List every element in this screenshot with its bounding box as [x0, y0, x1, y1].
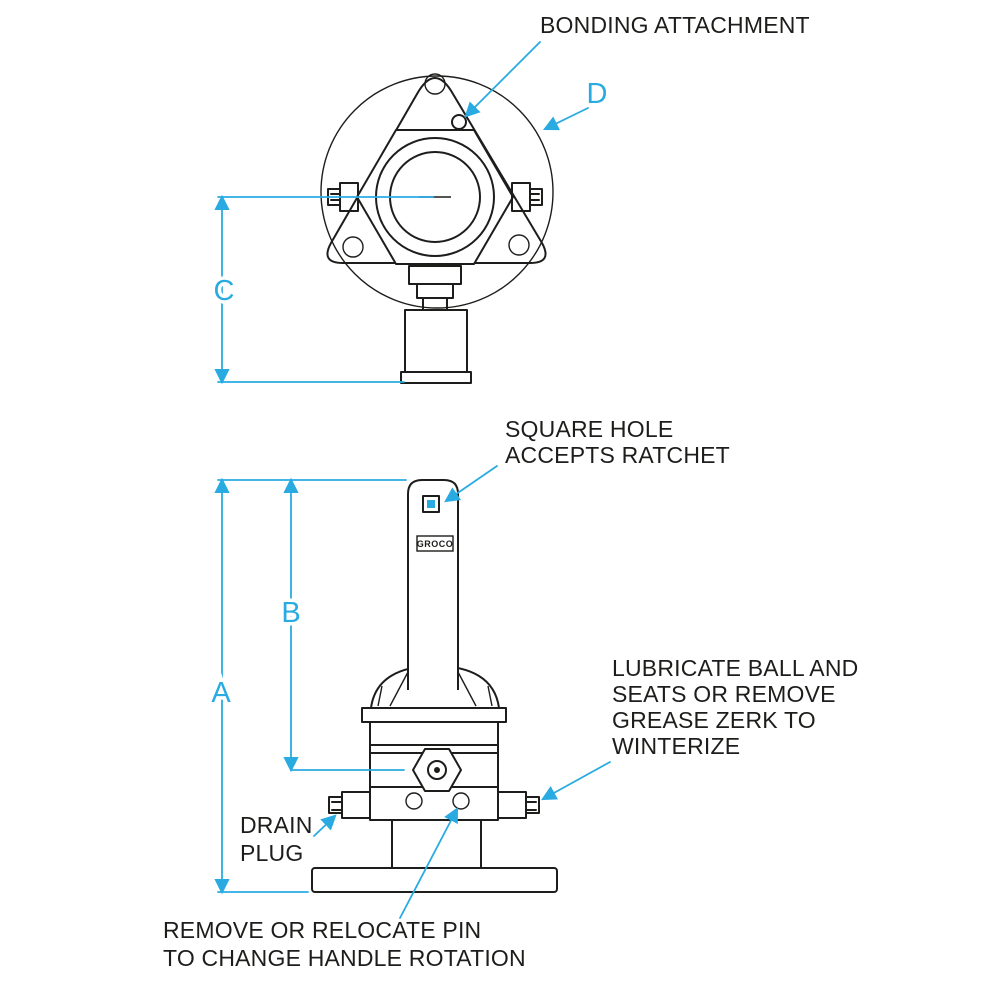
dim-c-extension-lines — [217, 196, 434, 383]
square-hole-label-line1: SQUARE HOLE — [505, 416, 673, 442]
triangular-flange — [326, 77, 547, 264]
note-lubricate: LUBRICATE BALL AND SEATS OR REMOVE GREAS… — [540, 655, 858, 801]
drain-plug-leader — [313, 814, 337, 837]
note-bonding-attachment: BONDING ATTACHMENT — [464, 12, 810, 118]
dim-c-label: C — [214, 275, 235, 307]
side-mount-bolts-side-view — [328, 791, 540, 819]
handle-pin-left — [405, 792, 423, 810]
dim-b-label: B — [281, 597, 300, 629]
lubricate-label-line3: GREASE ZERK TO — [612, 707, 816, 733]
dim-a-label: A — [211, 677, 231, 709]
dim-d-leader — [542, 107, 589, 131]
grease-zerk — [427, 760, 447, 780]
dimension-b: B — [278, 477, 405, 773]
lubricate-label-line1: LUBRICATE BALL AND — [612, 655, 858, 681]
drain-plug-label-line1: DRAIN — [240, 812, 313, 838]
note-relocate-pin: REMOVE OR RELOCATE PIN TO CHANGE HANDLE … — [163, 806, 526, 971]
bolt-hole-right — [508, 234, 530, 256]
brand-plate — [416, 535, 454, 552]
body-top-flange — [361, 707, 507, 723]
note-square-hole: SQUARE HOLE ACCEPTS RATCHET — [444, 416, 730, 503]
drain-plug-label-line2: PLUG — [240, 840, 303, 866]
relocate-pin-leader — [399, 806, 459, 919]
grease-zerk-tip — [434, 767, 440, 773]
flange-outline-circle — [320, 75, 554, 309]
side-mount-bolts-top-view — [327, 182, 543, 212]
bolt-hole-top — [424, 73, 446, 95]
bonding-attachment-leader — [464, 41, 541, 118]
lubricate-leader — [540, 761, 611, 801]
valve-body — [369, 721, 499, 821]
dim-d-label: D — [587, 78, 608, 110]
square-hole-highlight — [427, 500, 435, 508]
bonding-screw — [451, 114, 467, 130]
dimension-a: A — [208, 477, 407, 895]
stem-dome-shading — [377, 671, 493, 707]
note-drain-plug: DRAIN PLUG — [240, 812, 337, 866]
bonding-attachment-label: BONDING ATTACHMENT — [540, 12, 810, 38]
square-hole-label-line2: ACCEPTS RATCHET — [505, 442, 730, 468]
brand-label: GROCO — [417, 539, 454, 549]
relocate-pin-label-line1: REMOVE OR RELOCATE PIN — [163, 917, 481, 943]
square-hole-leader — [444, 465, 498, 503]
pipe-nipple — [400, 309, 472, 384]
base-neck — [391, 819, 482, 869]
handle-pin-right — [452, 792, 470, 810]
side-view-drawing: GROCO — [311, 479, 558, 893]
stem-steps — [408, 265, 462, 311]
base-flange — [311, 867, 558, 893]
lubricate-label-line4: WINTERIZE — [612, 733, 740, 759]
dimension-d: D — [542, 75, 611, 131]
top-view-drawing — [320, 73, 554, 384]
bolt-hole-left — [342, 236, 364, 258]
dim-a-extension-lines — [217, 479, 407, 893]
lubricate-label-line2: SEATS OR REMOVE — [612, 681, 836, 707]
relocate-pin-label-line2: TO CHANGE HANDLE ROTATION — [163, 945, 526, 971]
dimension-c: C — [210, 194, 434, 385]
